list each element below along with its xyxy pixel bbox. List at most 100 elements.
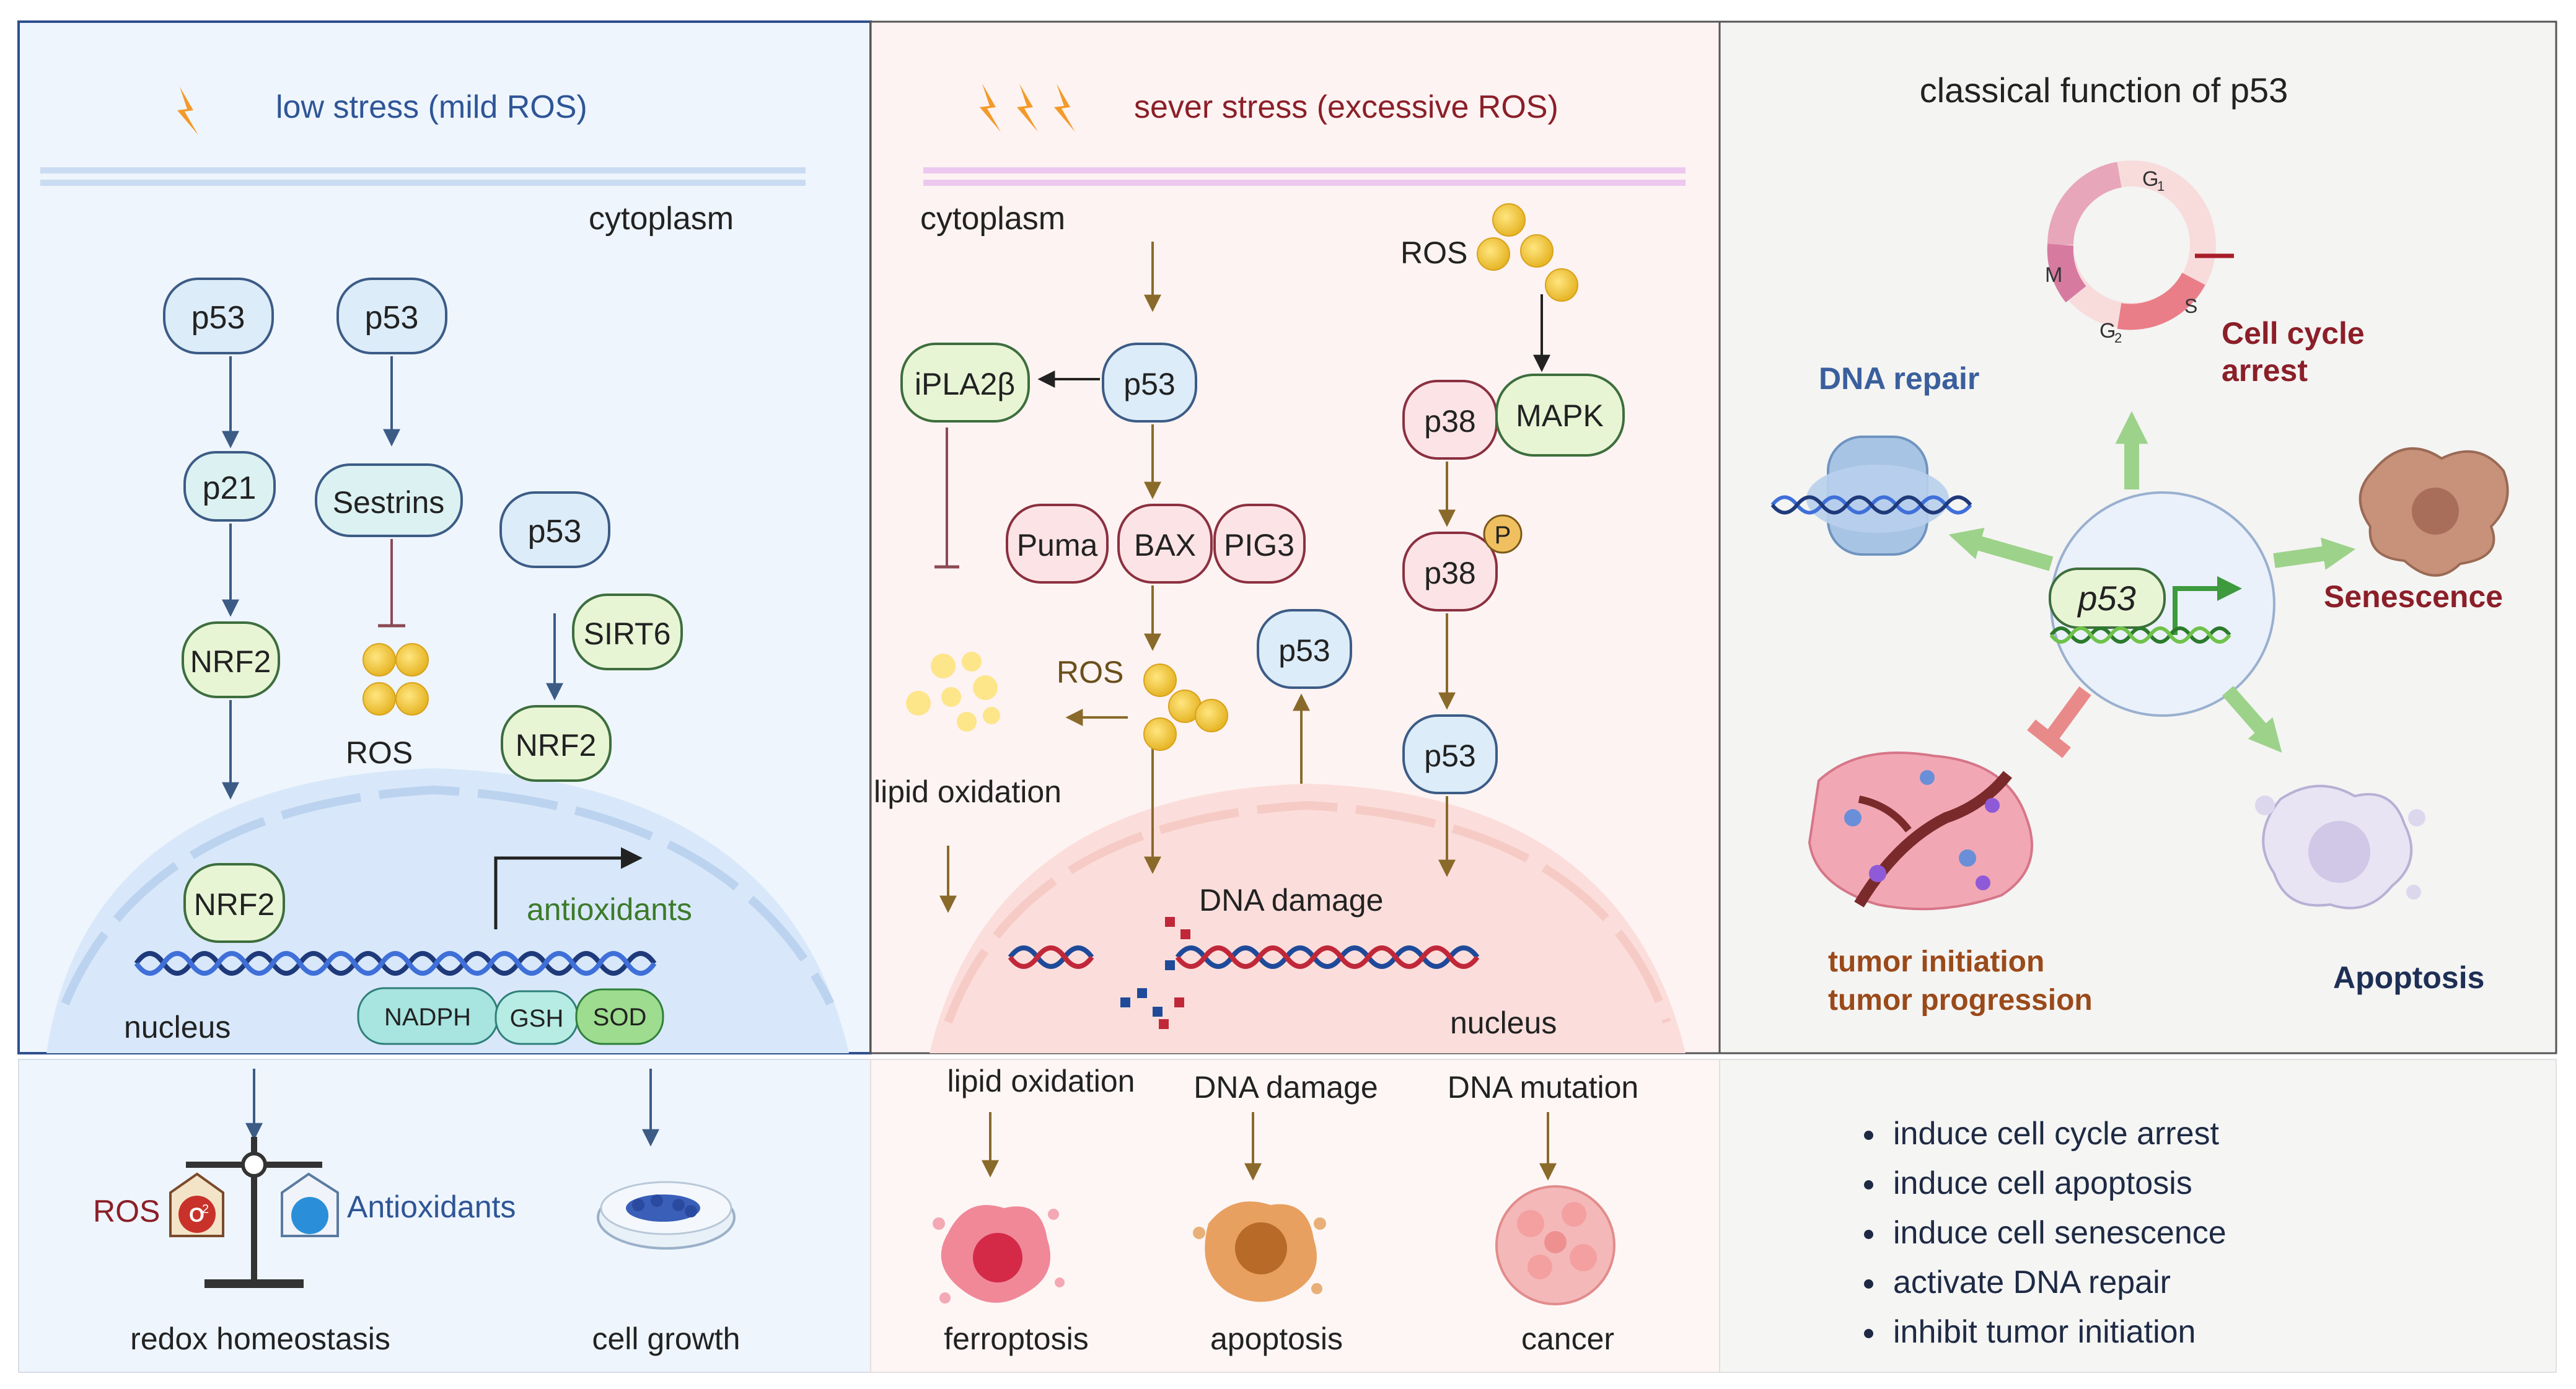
svg-text:p53: p53 bbox=[1123, 367, 1175, 401]
ipla2b-node: iPLA2β bbox=[900, 343, 1030, 423]
oxidized-lipid-icon bbox=[906, 652, 1000, 732]
cell-cycle-arrest-label: Cell cycle bbox=[2222, 316, 2365, 351]
bottom3-background bbox=[1719, 1059, 2557, 1373]
apoptosis-label: Apoptosis bbox=[2333, 960, 2484, 995]
ros-label: ROS bbox=[1400, 235, 1467, 270]
svg-text:1: 1 bbox=[2157, 178, 2165, 194]
mapk-node: MAPK bbox=[1495, 374, 1625, 457]
bottom2: lipid oxidation DNA damage DNA mutation … bbox=[933, 1064, 1638, 1356]
arrow bbox=[2273, 537, 2356, 570]
svg-text:2: 2 bbox=[2114, 330, 2122, 346]
apoptosis-label: apoptosis bbox=[1210, 1321, 1343, 1356]
svg-text:iPLA2β: iPLA2β bbox=[915, 367, 1015, 401]
dna-damage-label: DNA damage bbox=[1193, 1070, 1378, 1105]
svg-text:NADPH: NADPH bbox=[384, 1004, 471, 1031]
svg-text:NRF2: NRF2 bbox=[516, 728, 597, 763]
svg-text:G: G bbox=[2099, 319, 2116, 343]
svg-text:SOD: SOD bbox=[593, 1004, 647, 1031]
cancer-cell-icon bbox=[1495, 1185, 1615, 1305]
svg-text:BAX: BAX bbox=[1134, 528, 1196, 563]
panel3: classical function of p53 G 1 M S G 2 Ce… bbox=[1770, 71, 2509, 1017]
tumor-tissue-icon bbox=[1808, 751, 2033, 911]
membrane-line bbox=[40, 180, 806, 186]
svg-text:p53: p53 bbox=[1278, 633, 1330, 668]
p53-node: p53 bbox=[1257, 609, 1352, 689]
ferroptosis-cell-icon bbox=[933, 1205, 1065, 1304]
ros-label: ROS bbox=[346, 735, 413, 770]
p21-node: p21 bbox=[183, 451, 276, 522]
cytoplasm-label: cytoplasm bbox=[589, 201, 734, 237]
p53-gene-node: p53 bbox=[2049, 567, 2166, 629]
superoxide-symbol: O bbox=[189, 1204, 204, 1226]
bottom1: O 2 ROS Antioxidants redox homeostasis c… bbox=[93, 1069, 741, 1356]
arrow bbox=[1948, 527, 2054, 571]
dna-damage-label: DNA damage bbox=[1199, 883, 1383, 918]
senescence-label: Senescence bbox=[2324, 579, 2503, 614]
nrf2-node: NRF2 bbox=[182, 621, 280, 698]
damaged-dna-icon bbox=[1008, 917, 1480, 1029]
nuclear-envelope bbox=[944, 800, 1671, 1024]
tumor-progression-label: tumor progression bbox=[1828, 984, 2093, 1017]
svg-text:PIG3: PIG3 bbox=[1224, 528, 1295, 563]
nucleus-label: nucleus bbox=[124, 1010, 231, 1045]
inhibition-line bbox=[934, 427, 959, 569]
svg-text:p53: p53 bbox=[2077, 579, 2135, 618]
membrane-line bbox=[923, 180, 1686, 186]
nucleus-shape bbox=[930, 784, 1686, 1053]
panel1: low stress (mild ROS) cytoplasm p53 p53 … bbox=[40, 87, 849, 1053]
svg-text:GSH: GSH bbox=[510, 1005, 564, 1032]
phospho-badge: P bbox=[1483, 514, 1523, 554]
svg-text:S: S bbox=[2184, 295, 2197, 317]
antioxidants-label: Antioxidants bbox=[347, 1190, 516, 1224]
apoptotic-cell-icon bbox=[2255, 784, 2425, 909]
p53-node: p53 bbox=[1402, 714, 1498, 794]
balance-scale-icon: O 2 bbox=[169, 1137, 339, 1288]
superoxide-symbol: 2 bbox=[202, 1203, 209, 1216]
inhibition-line bbox=[2027, 686, 2091, 758]
nadph-badge: NADPH bbox=[357, 987, 499, 1045]
antioxidants-label: antioxidants bbox=[527, 892, 692, 927]
list-item: inhibit tumor initiation bbox=[1887, 1307, 2569, 1357]
list-item: induce cell cycle arrest bbox=[1887, 1109, 2569, 1159]
svg-text:p38: p38 bbox=[1424, 556, 1475, 590]
svg-text:p53: p53 bbox=[528, 514, 582, 550]
nuclear-envelope bbox=[61, 785, 835, 1006]
panel2: sever stress (excessive ROS) cytoplasm R… bbox=[874, 84, 1686, 1053]
petri-dish-icon bbox=[597, 1181, 736, 1250]
gsh-badge: GSH bbox=[495, 990, 579, 1045]
promoter-arrow bbox=[494, 847, 643, 929]
svg-text:Sestrins: Sestrins bbox=[333, 485, 445, 520]
svg-text:NRF2: NRF2 bbox=[190, 644, 271, 679]
list-item: induce cell senescence bbox=[1887, 1208, 2569, 1258]
dna-helix-icon bbox=[134, 951, 657, 976]
svg-text:P: P bbox=[1495, 522, 1511, 549]
membrane-line bbox=[923, 167, 1686, 173]
svg-text:p53: p53 bbox=[1424, 738, 1475, 773]
dna-repair-label: DNA repair bbox=[1819, 361, 1979, 396]
inhibition-line bbox=[378, 539, 405, 628]
svg-text:G: G bbox=[2142, 167, 2158, 191]
p53-node: p53 bbox=[1102, 343, 1197, 423]
tumor-initiation-label: tumor initiation bbox=[1828, 945, 2044, 978]
lipid-oxidation-label: lipid oxidation bbox=[874, 774, 1062, 809]
panel3-title: classical function of p53 bbox=[1920, 71, 2288, 110]
list-item: induce cell apoptosis bbox=[1887, 1159, 2569, 1208]
membrane-line bbox=[40, 167, 806, 173]
svg-text:p53: p53 bbox=[365, 300, 419, 336]
apoptotic-cell-icon bbox=[1193, 1201, 1326, 1302]
bax-node: BAX bbox=[1117, 504, 1213, 584]
p53-functions-list: induce cell cycle arrest induce cell apo… bbox=[1856, 1109, 2569, 1357]
dna-helix-icon bbox=[2049, 626, 2231, 644]
svg-text:M: M bbox=[2045, 263, 2062, 287]
cell-growth-label: cell growth bbox=[592, 1321, 741, 1356]
pig3-node: PIG3 bbox=[1213, 504, 1306, 584]
dna-repair-protein-icon bbox=[1770, 436, 1972, 556]
svg-text:p21: p21 bbox=[203, 470, 257, 506]
cell-cycle-ring-icon: G 1 M S G 2 bbox=[2045, 160, 2234, 346]
svg-text:MAPK: MAPK bbox=[1516, 398, 1604, 433]
senescent-cell-icon bbox=[2358, 447, 2509, 577]
nrf2-node: NRF2 bbox=[501, 705, 612, 782]
sirt6-node: SIRT6 bbox=[572, 594, 683, 670]
nrf2-nucleus-node: NRF2 bbox=[183, 863, 285, 943]
